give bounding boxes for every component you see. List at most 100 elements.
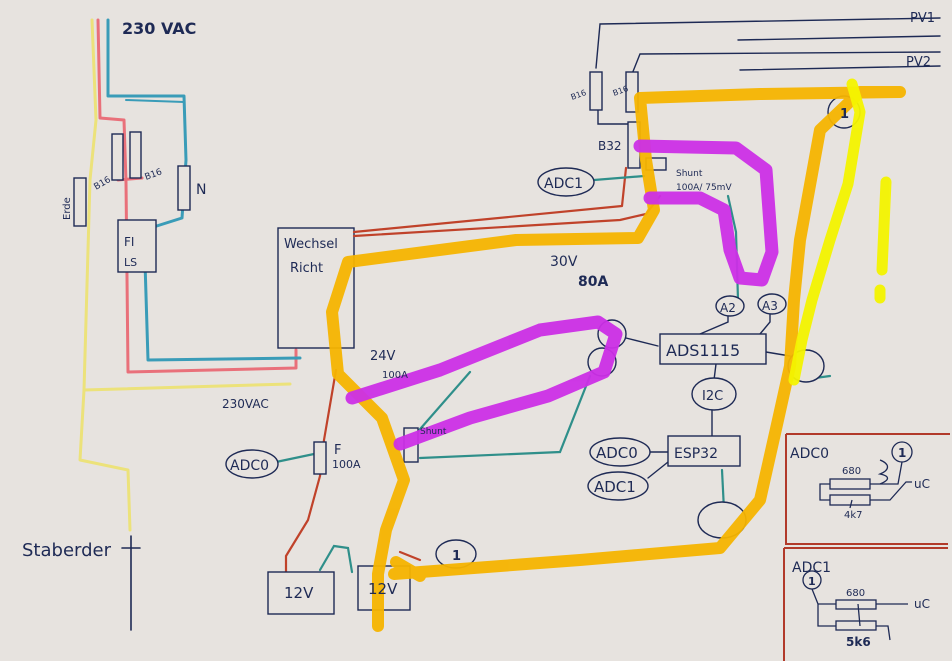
n-terminal	[177, 165, 191, 211]
label-b32: B32	[598, 139, 622, 153]
battery-left	[267, 571, 335, 615]
label-a2: A2	[720, 301, 736, 315]
fi-ls-box	[117, 219, 157, 273]
live-wire	[96, 18, 298, 374]
ads-link-a2	[699, 313, 729, 335]
inset-adc0	[785, 433, 950, 545]
label-pv1: PV1	[910, 11, 935, 26]
dc-to-fuse	[284, 368, 338, 574]
label-bus-80a: 80A	[578, 274, 608, 290]
label-adc1-shunt: ADC1	[544, 176, 583, 192]
label-fi: FI	[124, 235, 134, 249]
pv2-line	[631, 51, 941, 75]
label-fuse-f: F	[334, 443, 341, 458]
earth-branch	[82, 382, 292, 392]
orange-loop	[326, 86, 906, 632]
ads-link-left	[625, 337, 659, 347]
fuse-100a	[313, 441, 327, 475]
mains-wiring	[78, 18, 302, 631]
label-mains-top: 230 VAC	[122, 19, 196, 38]
label-inset-adc0-r2: 4k7	[844, 510, 863, 521]
pv2-line-b	[739, 65, 941, 71]
label-inset-adc1-uc: uC	[914, 597, 930, 611]
ground-stake	[121, 535, 141, 631]
label-inset-adc1-one: 1	[808, 575, 816, 588]
orange-cross	[390, 556, 426, 582]
yellow-stroke	[788, 78, 866, 386]
inset-adc1-frame	[783, 547, 948, 661]
label-inset-adc0-one: 1	[898, 446, 906, 460]
label-shunt-top-1: Shunt	[676, 169, 703, 179]
ads-link-a3	[759, 311, 771, 335]
label-n: N	[196, 182, 206, 198]
yellow-excl-bar	[876, 176, 892, 276]
adc0-fuse-ellipse	[225, 449, 279, 479]
label-one-pv: 1	[840, 107, 849, 122]
label-fuse-100a: 100A	[332, 458, 361, 471]
label-inset-adc0-uc: uC	[914, 477, 930, 491]
label-shunt-bottom: Shunt	[420, 427, 447, 437]
purple-bottom	[345, 315, 623, 451]
inset-adc0-circuit	[819, 441, 913, 509]
label-erde: Erde	[62, 197, 73, 220]
label-ls: LS	[124, 256, 137, 269]
label-adc0-esp: ADC0	[596, 444, 638, 462]
purple-highlight	[345, 139, 779, 451]
dc-battery-right	[398, 550, 422, 562]
inset-adc0-coil	[877, 459, 889, 485]
b16-breaker-right	[129, 131, 142, 179]
label-inset-adc1-r2: 5k6	[846, 635, 871, 649]
a3-ellipse	[757, 293, 787, 315]
pv1-line	[595, 17, 941, 69]
ads1115-box	[659, 333, 767, 365]
pv-breaker-join	[597, 105, 635, 125]
label-battery-right: 12V	[368, 580, 398, 598]
label-pv2: PV2	[906, 55, 931, 70]
inset-adc1-circuit	[802, 570, 908, 641]
purple-top	[633, 139, 779, 287]
label-bus-100a: 100A	[382, 370, 408, 381]
esp32-box	[667, 435, 741, 467]
inset-adc0-wires	[819, 461, 912, 509]
inset-adc0-r1	[829, 478, 871, 490]
inset-adc1-r2	[835, 620, 877, 631]
orange-highlight	[326, 86, 906, 632]
label-ads1115: ADS1115	[666, 341, 740, 360]
neutral-branch	[125, 99, 185, 103]
yellow-highlight	[788, 78, 892, 386]
i2c-ellipse	[691, 377, 737, 411]
signal-shunt-bottom	[412, 370, 592, 460]
a2-ellipse	[715, 295, 745, 317]
b16-breaker-left	[111, 133, 124, 181]
label-inset-adc0: ADC0	[790, 446, 829, 462]
label-mains-bottom: 230VAC	[222, 397, 269, 411]
signal-battery	[318, 544, 354, 574]
inset-adc0-frame	[785, 433, 950, 545]
label-one-batt: 1	[452, 549, 461, 564]
label-staberder: Staberder	[22, 540, 112, 561]
label-inset-adc1-r1: 680	[846, 588, 865, 599]
label-bus-24v: 24V	[370, 349, 396, 364]
labels: 230 VAC 230VAC Erde B16 B16 N FI LS Wech…	[22, 11, 935, 649]
signal-adc0-fuse	[274, 452, 316, 464]
label-inverter-2: Richt	[290, 261, 323, 276]
label-adc1-esp: ADC1	[594, 478, 636, 496]
signal-adc1-shunt	[592, 174, 646, 182]
inset-adc1-wires	[811, 588, 908, 641]
erde-terminal	[73, 177, 87, 227]
mains-components	[73, 131, 355, 349]
label-i2c: I2C	[702, 389, 723, 404]
inset-adc1	[783, 547, 948, 661]
label-shunt-top-2: 100A/ 75mV	[676, 183, 732, 193]
label-a3: A3	[762, 299, 778, 313]
adc1-shunt-ellipse	[537, 167, 595, 197]
label-esp32: ESP32	[674, 446, 718, 462]
inset-adc1-r1	[835, 599, 877, 610]
inset-adc0-r2	[829, 494, 871, 506]
dc-plus-top	[352, 166, 628, 234]
esp-link-adc1	[647, 461, 669, 479]
label-inset-adc0-r1: 680	[842, 466, 861, 477]
adc1-esp-ellipse	[587, 471, 649, 501]
adc0-esp-ellipse	[589, 437, 651, 467]
